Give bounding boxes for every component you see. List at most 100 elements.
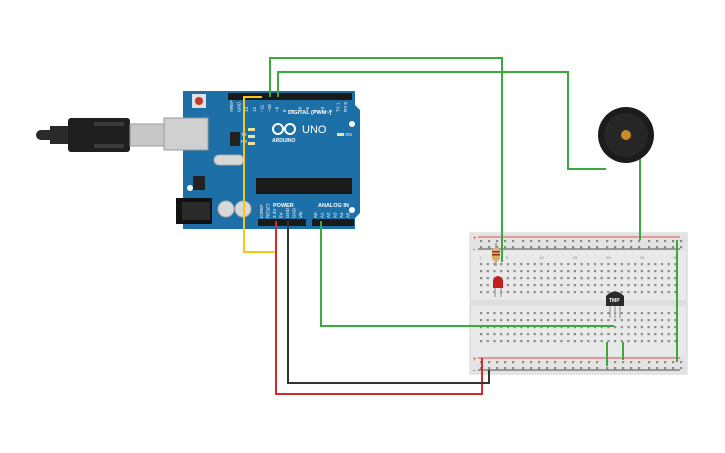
- breadboard-hole[interactable]: [526, 312, 530, 315]
- breadboard-hole[interactable]: [488, 361, 491, 364]
- breadboard-hole[interactable]: [540, 263, 543, 266]
- breadboard-hole[interactable]: [630, 367, 633, 370]
- breadboard-hole[interactable]: [526, 340, 530, 343]
- breadboard-hole[interactable]: [638, 361, 641, 364]
- breadboard-hole[interactable]: [660, 270, 664, 273]
- breadboard-hole[interactable]: [587, 340, 590, 343]
- breadboard-hole[interactable]: [606, 240, 609, 243]
- breadboard-hole[interactable]: [647, 277, 650, 280]
- breadboard-hole[interactable]: [522, 246, 525, 249]
- breadboard-hole[interactable]: [647, 326, 650, 329]
- breadboard-hole[interactable]: [587, 326, 590, 329]
- breadboard-hole[interactable]: [500, 319, 503, 322]
- breadboard-hole[interactable]: [520, 326, 523, 329]
- breadboard-hole[interactable]: [656, 361, 659, 364]
- breadboard-hole[interactable]: [488, 246, 491, 249]
- breadboard-hole[interactable]: [606, 246, 609, 249]
- breadboard-hole[interactable]: [672, 246, 675, 249]
- breadboard-hole[interactable]: [533, 277, 536, 280]
- breadboard-hole[interactable]: [493, 340, 496, 343]
- breadboard-hole[interactable]: [674, 291, 677, 294]
- breadboard-hole[interactable]: [627, 326, 630, 329]
- breadboard-hole[interactable]: [530, 367, 533, 370]
- breadboard-hole[interactable]: [526, 263, 530, 266]
- breadboard-hole[interactable]: [630, 246, 633, 249]
- breadboard-hole[interactable]: [672, 240, 675, 243]
- breadboard-hole[interactable]: [554, 361, 557, 364]
- breadboard-hole[interactable]: [588, 246, 591, 249]
- breadboard-hole[interactable]: [560, 340, 563, 343]
- breadboard-hole[interactable]: [620, 333, 623, 336]
- breadboard-hole[interactable]: [573, 326, 576, 329]
- breadboard-hole[interactable]: [654, 270, 657, 273]
- breadboard-hole[interactable]: [588, 240, 591, 243]
- breadboard-hole[interactable]: [656, 240, 659, 243]
- breadboard-hole[interactable]: [667, 333, 670, 336]
- breadboard-hole[interactable]: [496, 240, 499, 243]
- breadboard-hole[interactable]: [622, 246, 625, 249]
- breadboard-hole[interactable]: [520, 284, 523, 287]
- breadboard-hole[interactable]: [660, 263, 664, 266]
- breadboard-hole[interactable]: [526, 291, 530, 294]
- breadboard-hole[interactable]: [506, 291, 509, 294]
- breadboard-hole[interactable]: [593, 284, 597, 287]
- breadboard-hole[interactable]: [533, 319, 536, 322]
- breadboard-hole[interactable]: [554, 246, 557, 249]
- breadboard-hole[interactable]: [564, 367, 567, 370]
- breadboard-hole[interactable]: [553, 263, 556, 266]
- breadboard-hole[interactable]: [526, 326, 530, 329]
- breadboard-hole[interactable]: [513, 333, 516, 336]
- breadboard-hole[interactable]: [520, 263, 523, 266]
- wire-black-gnd[interactable]: [287, 221, 490, 384]
- breadboard-hole[interactable]: [500, 326, 503, 329]
- breadboard-hole[interactable]: [512, 367, 515, 370]
- breadboard-hole[interactable]: [512, 361, 515, 364]
- breadboard-hole[interactable]: [647, 263, 650, 266]
- breadboard-hole[interactable]: [480, 277, 483, 280]
- breadboard-hole[interactable]: [567, 270, 570, 273]
- breadboard-hole[interactable]: [620, 270, 623, 273]
- breadboard-hole[interactable]: [540, 291, 543, 294]
- breadboard-hole[interactable]: [520, 319, 523, 322]
- breadboard-hole[interactable]: [647, 284, 650, 287]
- breadboard-hole[interactable]: [634, 284, 637, 287]
- breadboard-hole[interactable]: [587, 263, 590, 266]
- breadboard-hole[interactable]: [674, 333, 677, 336]
- breadboard-hole[interactable]: [648, 246, 651, 249]
- breadboard-hole[interactable]: [638, 367, 641, 370]
- breadboard-hole[interactable]: [654, 340, 657, 343]
- breadboard-hole[interactable]: [640, 263, 643, 266]
- breadboard-hole[interactable]: [580, 361, 583, 364]
- breadboard-hole[interactable]: [526, 277, 530, 280]
- breadboard-hole[interactable]: [664, 361, 667, 364]
- breadboard-hole[interactable]: [504, 246, 507, 249]
- breadboard-hole[interactable]: [480, 291, 483, 294]
- led[interactable]: [493, 276, 503, 297]
- breadboard-hole[interactable]: [560, 326, 563, 329]
- breadboard-hole[interactable]: [573, 291, 576, 294]
- breadboard-hole[interactable]: [587, 284, 590, 287]
- breadboard-hole[interactable]: [506, 277, 509, 280]
- breadboard-hole[interactable]: [667, 270, 670, 273]
- breadboard-hole[interactable]: [547, 284, 550, 287]
- breadboard-hole[interactable]: [533, 333, 536, 336]
- breadboard-hole[interactable]: [607, 291, 610, 294]
- breadboard-hole[interactable]: [634, 333, 637, 336]
- arduino-board[interactable]: UNO ARDUINO DIGITAL (PWM~) ANALOG IN POW…: [163, 91, 360, 229]
- breadboard-hole[interactable]: [638, 246, 641, 249]
- breadboard-hole[interactable]: [506, 333, 509, 336]
- breadboard-hole[interactable]: [596, 240, 599, 243]
- breadboard-hole[interactable]: [580, 312, 583, 315]
- breadboard-hole[interactable]: [672, 361, 675, 364]
- breadboard-hole[interactable]: [648, 240, 651, 243]
- breadboard-hole[interactable]: [547, 270, 550, 273]
- breadboard-hole[interactable]: [547, 291, 550, 294]
- breadboard-hole[interactable]: [647, 333, 650, 336]
- wire-red-5v[interactable]: [275, 221, 483, 395]
- breadboard-hole[interactable]: [540, 312, 543, 315]
- breadboard-hole[interactable]: [573, 340, 576, 343]
- breadboard-hole[interactable]: [587, 333, 590, 336]
- breadboard-hole[interactable]: [607, 312, 610, 315]
- analog-header[interactable]: [312, 219, 354, 226]
